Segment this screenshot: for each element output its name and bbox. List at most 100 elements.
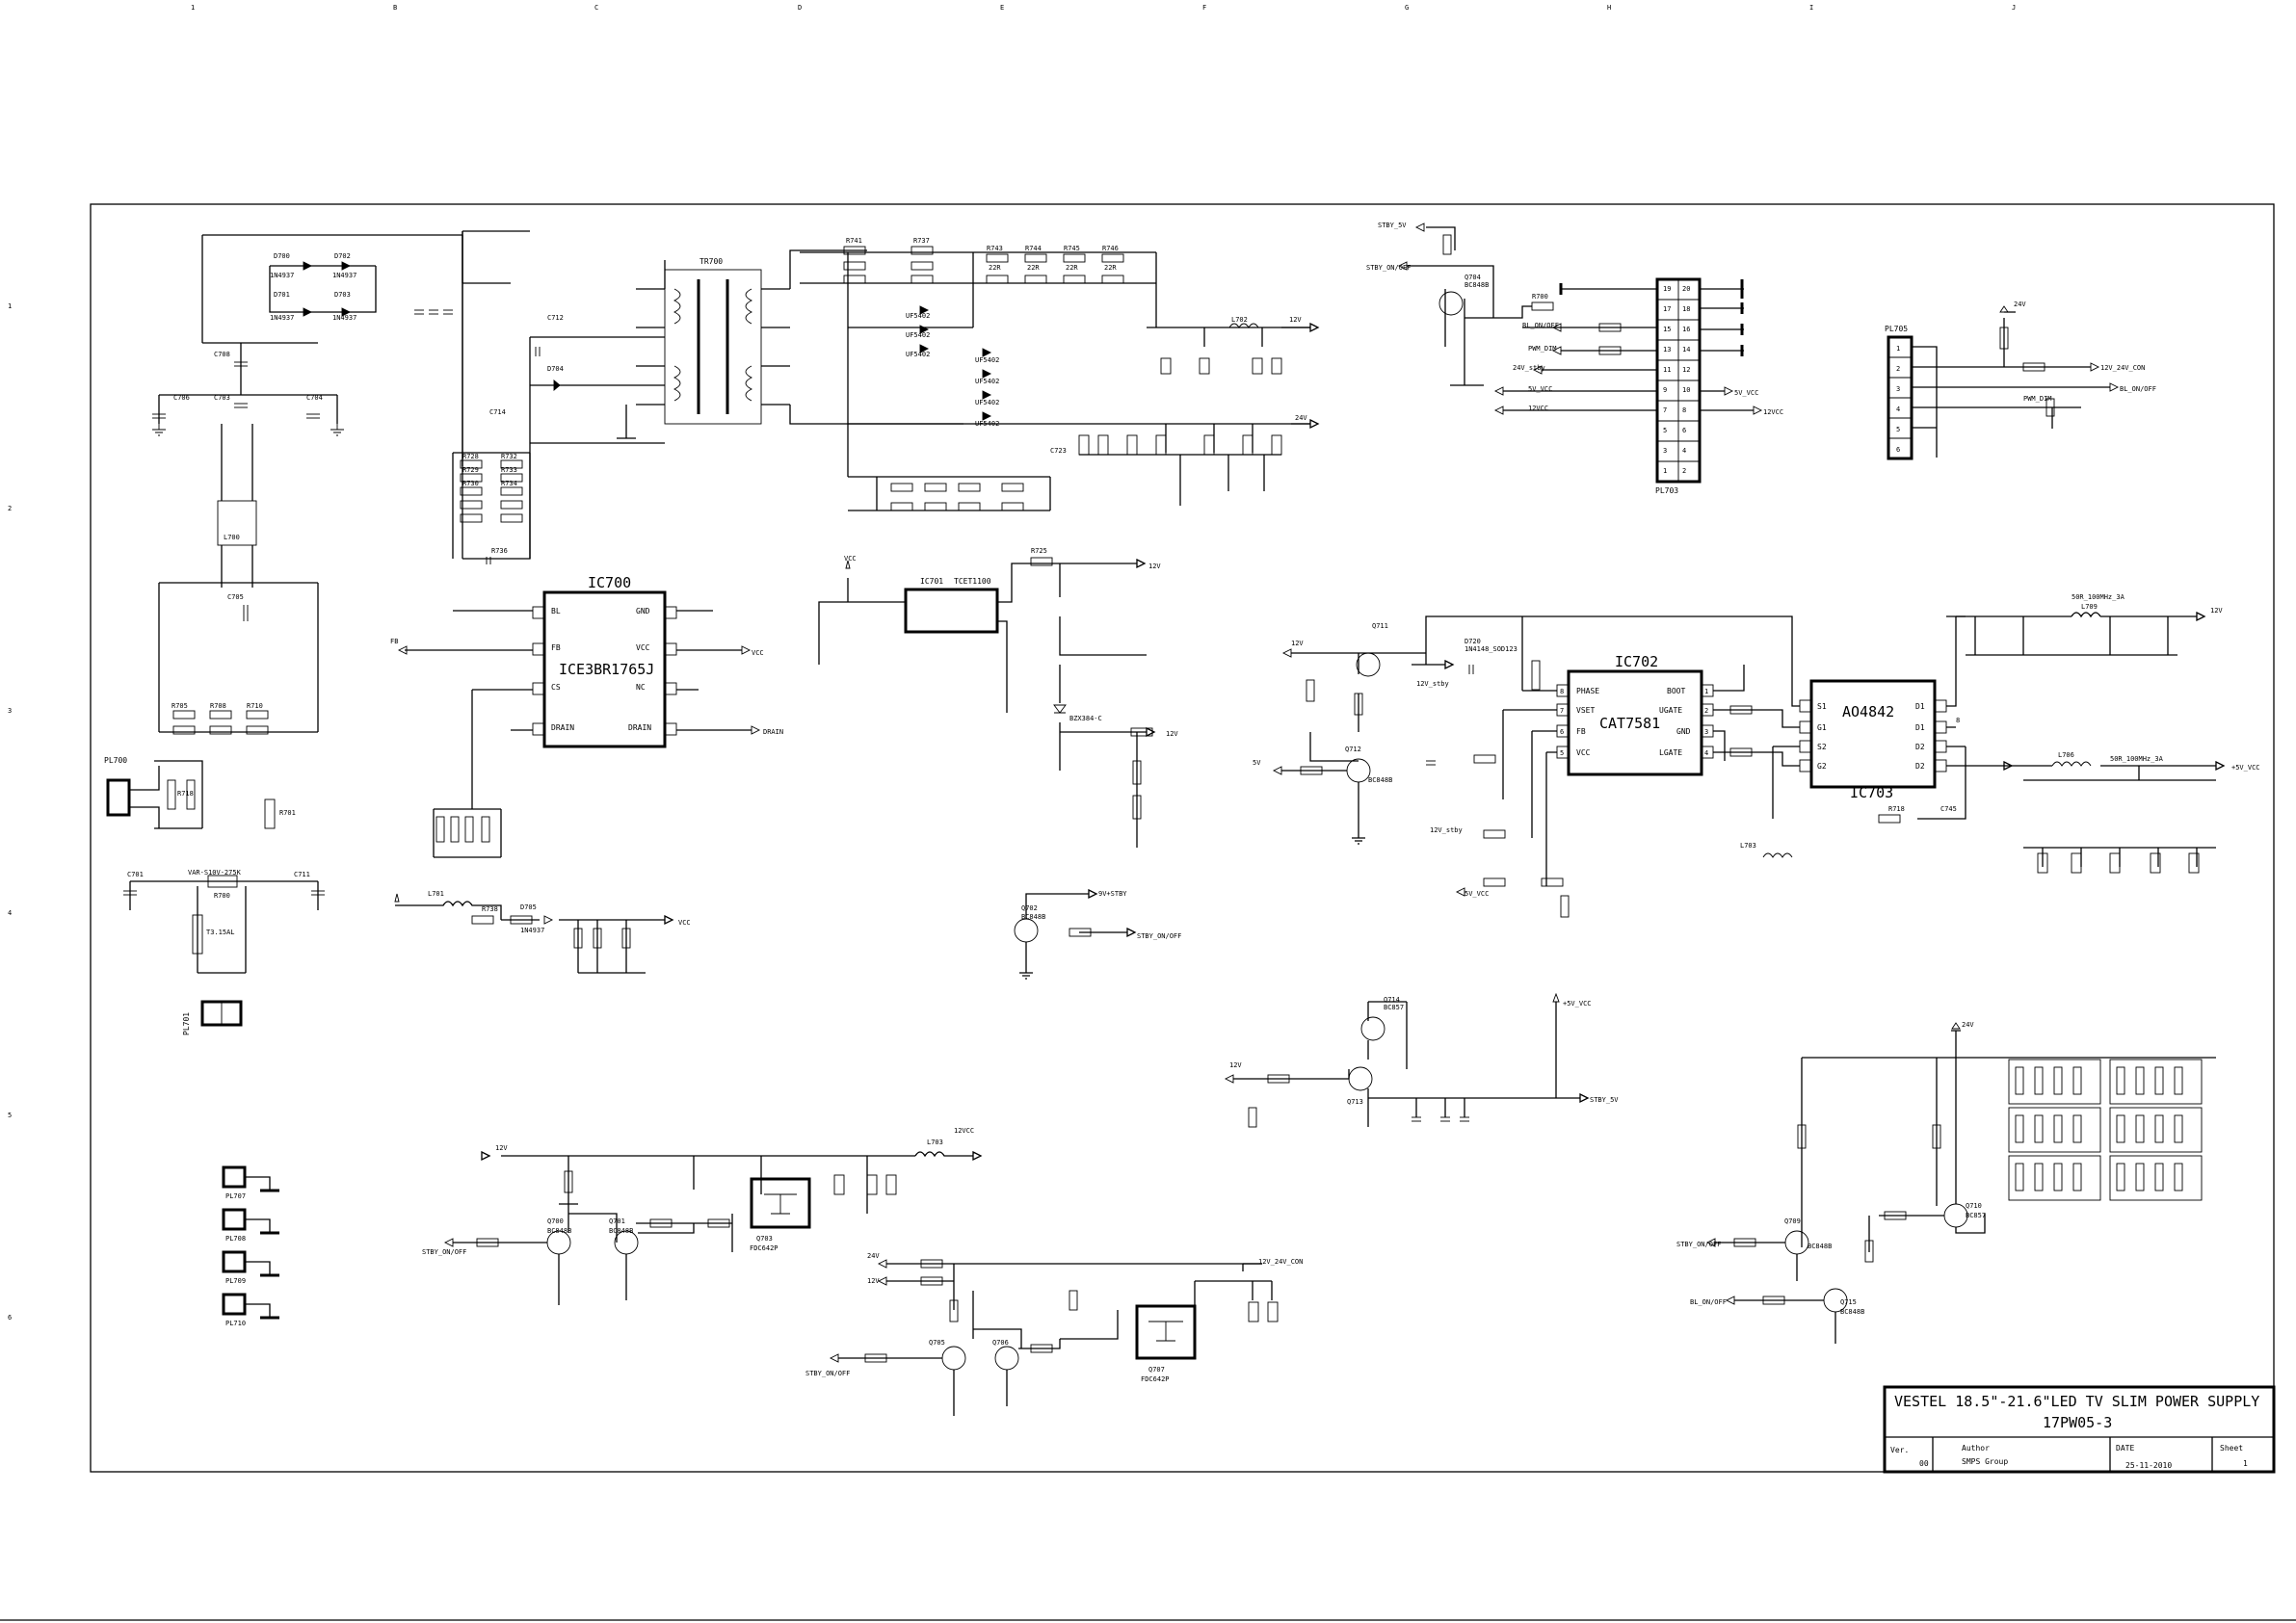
net-vcc-opto: VCC (844, 555, 857, 563)
r818-label: R718 (1888, 805, 1905, 813)
ic703-pin-s2: S2 (1817, 743, 1827, 751)
net-stby-on-off-top: STBY_ON/OFF (1366, 264, 1411, 272)
ic701-part: TCET1100 (954, 577, 991, 586)
ic700-part: ICE3BR1765J (559, 661, 654, 678)
d713-part: UF5402 (975, 378, 999, 385)
net-12v-buck: 12V (1291, 640, 1304, 647)
mounting-pads: PL707 PL708 PL709 PL710 (222, 1165, 279, 1327)
net-pwm-dim-pl703: PWM_DIM (1528, 345, 1557, 353)
d705-part: 1N4937 (520, 927, 544, 934)
c711-label: C711 (294, 871, 310, 878)
r790-label: R700 (1532, 293, 1548, 301)
ic702-num-8: 8 (1560, 688, 1564, 695)
q712-label: Q712 (1345, 746, 1361, 753)
net-12v-24v-con-pl705: 12V_24V_CON (2100, 364, 2145, 372)
net-12v-fb: 12V (1166, 730, 1178, 738)
pin-num-d1: 8 (1956, 717, 1960, 724)
ic702-num-6: 6 (1560, 728, 1564, 736)
d703-part: 1N4937 (332, 314, 356, 322)
q700-label: Q700 (547, 1217, 564, 1225)
pl705-pin-2: 2 (1896, 365, 1900, 373)
grid-row-4: 4 (8, 909, 12, 917)
pl703-pin-3: 3 (1663, 447, 1667, 455)
title-text: VESTEL 18.5"-21.6"LED TV SLIM POWER SUPP… (1894, 1393, 2259, 1410)
q707-part: FDC642P (1141, 1375, 1170, 1383)
grid-col-d: D (798, 4, 802, 12)
r731-label: R732 (501, 453, 517, 460)
net-stby-on-off-sel: STBY_ON/OFF (805, 1370, 850, 1377)
d702-label: D702 (334, 252, 351, 260)
ic702-pin-gnd: GND (1676, 727, 1691, 736)
r745-val: 22R (1104, 264, 1117, 272)
varistor-label: VAR-S10V-275K (188, 869, 242, 877)
primary-section: R728 R732 R729 R733 R730 R734 R736 C712 … (390, 230, 963, 858)
fuse-label: T3.15AL (206, 929, 235, 936)
d714-part: UF5402 (975, 399, 999, 406)
c701-label: C701 (127, 871, 144, 878)
net-24v-sel: 24V (867, 1252, 880, 1260)
pl703-pin-12: 12 (1682, 366, 1690, 374)
ic703-pin-d1b: D1 (1915, 723, 1925, 732)
ic703-pin-g2: G2 (1817, 762, 1827, 771)
tr700-label: TR700 (699, 257, 723, 266)
pl709-label: PL709 (225, 1277, 246, 1285)
net-5v-vcc-buck: 5V_VCC (1465, 890, 1489, 898)
ic702-part: CAT7581 (1599, 715, 1660, 732)
model-number: 17PW05-3 (2043, 1414, 2112, 1431)
grid-row-3: 3 (8, 707, 12, 715)
l709-net: 50R_100MHz_3A (2072, 593, 2125, 601)
net-5v-out: +5V_VCC (2231, 764, 2260, 772)
pl707-label: PL707 (225, 1192, 246, 1200)
pl703-pin-20: 20 (1682, 285, 1690, 293)
q707-mosfet (1135, 1304, 1197, 1360)
ic700-chip (542, 590, 667, 748)
ic702-num-7: 7 (1560, 707, 1564, 715)
vcc-switch-12v: 12V Q700 Q701 BC848B BC848B STBY_ON/OFF … (422, 1127, 983, 1305)
pl703-pin-11: 11 (1663, 366, 1671, 374)
pl705-label: PL705 (1885, 325, 1908, 333)
ic700-pin-bl: BL (551, 607, 561, 615)
grid-col-h: H (1607, 4, 1611, 12)
r744-val: 22R (1066, 264, 1078, 272)
net-stby5v-out: STBY_5V (1590, 1096, 1619, 1104)
ic700-pin-drain-r: DRAIN (628, 723, 651, 732)
c757-label: C745 (1940, 805, 1957, 813)
net-12v-secondary: 12V (1289, 316, 1302, 324)
ic703-ref: IC703 (1850, 784, 1893, 801)
ic703-pin-d1a: D1 (1915, 702, 1925, 711)
ic703-pin-d2b: D2 (1915, 762, 1925, 771)
q709-part: BC848B (1808, 1243, 1832, 1250)
d718-part: BZX384-C (1069, 715, 1102, 722)
pl703-label: PL703 (1655, 486, 1678, 495)
ic700-pin-gnd: GND (636, 607, 650, 615)
q702-label: Q702 (1021, 904, 1038, 912)
d712-part: UF5402 (975, 356, 999, 364)
grid-row-labels: 1 2 3 4 5 6 (8, 302, 12, 1322)
d710-part: UF5402 (906, 351, 930, 358)
q715-label: Q715 (1840, 1298, 1857, 1306)
ic701-chip (904, 588, 999, 634)
pl705-section: 1 2 3 4 5 6 PL705 24V 12V_24V_CON BL_ON/… (1885, 301, 2156, 460)
q713-label: Q713 (1347, 1098, 1363, 1106)
net-12v-sel: 12V (867, 1277, 880, 1285)
net-12vcc-pl703: 12VCC (1528, 405, 1548, 412)
ic700-pin-fb: FB (551, 643, 561, 652)
ic702-pin-lgate: LGATE (1659, 748, 1682, 757)
l700-label: L700 (224, 534, 240, 541)
r710-label: R710 (247, 702, 263, 710)
c703-label: C703 (214, 394, 230, 402)
ic702-chip (1567, 669, 1703, 776)
r774-label: R725 (1031, 547, 1047, 555)
pl705-pin-5: 5 (1896, 426, 1900, 433)
buck-converter-section: 12V Q711 12V_stby Q712 BC848B 5V IC702 C… (1253, 593, 2260, 918)
ic700-pin-vcc: VCC (636, 643, 650, 652)
r737-label: R738 (482, 905, 498, 913)
d701-part: 1N4937 (270, 314, 294, 322)
r700-label: R700 (214, 892, 230, 900)
l702-label: L702 (1231, 316, 1248, 324)
ic702-num-2: 2 (1704, 707, 1708, 715)
q705-label: Q705 (929, 1339, 945, 1347)
q715-part: BC848B (1840, 1308, 1864, 1316)
net-5v-buck-in: 5V (1253, 759, 1261, 767)
